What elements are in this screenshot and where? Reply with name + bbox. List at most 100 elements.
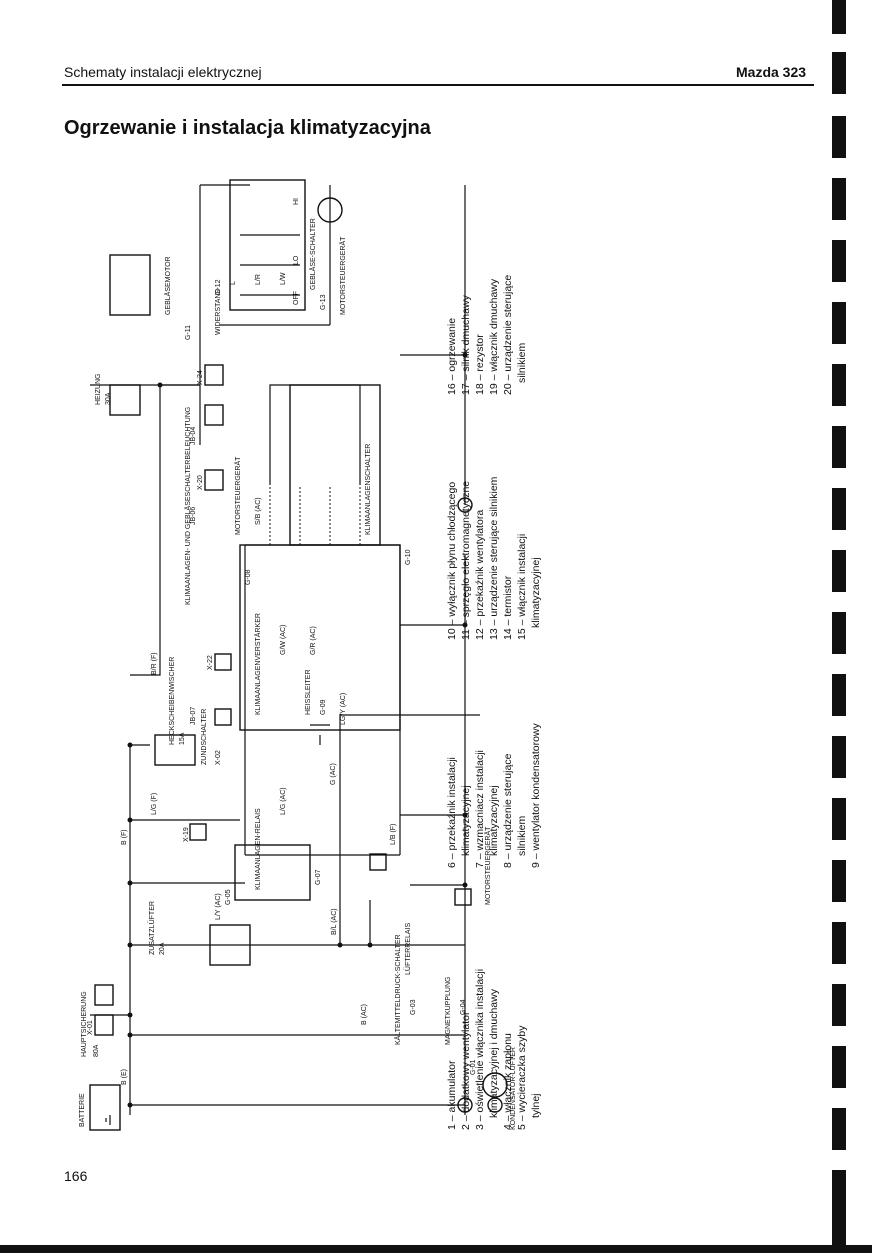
legend-item: 6 – przekaźnik instalacji xyxy=(446,757,458,868)
connector-label: G-11 xyxy=(185,325,192,340)
legend-col-1: 1 – akumulator 2 – dodatkowy wentylator … xyxy=(446,969,542,1130)
component-boxes xyxy=(89,179,472,1131)
label-fan-relay: LÜFTERRELAIS xyxy=(404,923,412,975)
connector-label: X-20 xyxy=(197,475,204,490)
connector-label: G-08 xyxy=(245,569,252,585)
connector-label: G-04 xyxy=(460,999,467,1015)
connector-label: JB-07 xyxy=(190,707,197,725)
label-ac-amplifier: KLIMAANLAGENVERSTÄRKER xyxy=(254,613,262,715)
label-heater-rating: 30A xyxy=(105,392,112,405)
edge-mark xyxy=(832,736,846,778)
label-engine-ecu-13: MOTORSTEUERGERÄT xyxy=(484,826,492,905)
wire-label: LG/Y (AC) xyxy=(340,693,347,725)
edge-mark xyxy=(832,550,846,592)
legend-item: 17 – silnik dmuchawy xyxy=(460,294,472,395)
legend-item: 20 – urządzenie sterujące xyxy=(502,275,514,395)
connector-label: G-01 xyxy=(470,1059,477,1075)
legend-item: klimatyzacyjnej xyxy=(488,785,500,856)
symbols xyxy=(105,197,508,1125)
label-aux-fan-fuse: ZUSATZLÜFTER xyxy=(148,901,156,955)
label-thermistor: HEISSLEITER xyxy=(305,669,312,715)
label-heater: HEIZUNG xyxy=(95,374,102,406)
legend-item: silnikiem xyxy=(516,815,528,856)
edge-mark xyxy=(832,1170,846,1212)
edge-mark xyxy=(832,426,846,468)
legend-item: silnikiem xyxy=(516,342,528,383)
label-main-fuse-rating: 80A xyxy=(93,1044,100,1057)
legend-item: 19 – włącznik dmuchawy xyxy=(488,278,500,395)
wire-label: B/R (F) xyxy=(151,652,158,675)
legend-item: klimatyzacyjnej xyxy=(530,557,542,628)
legend-col-2: 6 – przekaźnik instalacji klimatyzacyjne… xyxy=(446,723,542,868)
legend-item: 3 – oświetlenie włącznika instalacji xyxy=(474,969,486,1130)
connector-label: X-02 xyxy=(215,750,222,765)
connector-label: JB-06 xyxy=(190,507,197,525)
connector-label: X-01 xyxy=(87,1020,94,1035)
label-engine-ecu-20: MOTORSTEUERGERÄT xyxy=(339,236,347,315)
edge-mark xyxy=(832,922,846,964)
wiring-diagram: BATTERIE HAUPTSICHERUNG 80A ZUSATZLÜFTER… xyxy=(79,179,542,1131)
label-battery: BATTERIE xyxy=(79,1093,86,1127)
legend-item: 13 – urządzenie sterujące silnikiem xyxy=(488,476,500,640)
wire-label: L/R xyxy=(255,274,262,285)
wire-label: OFF xyxy=(293,291,300,305)
connector-label: X-24 xyxy=(197,370,204,385)
label-ignition-switch: ZUNDSCHALTER xyxy=(201,709,208,765)
legend-item: 12 – przekaźnik wentylatora xyxy=(474,510,486,640)
edge-mark xyxy=(832,488,846,530)
wire-label: S/B (AC) xyxy=(255,497,262,525)
wire-label: LO xyxy=(293,255,300,265)
label-engine-ecu-8: MOTORSTEUERGERÄT xyxy=(234,456,242,535)
edge-mark xyxy=(832,612,846,654)
edge-mark xyxy=(832,302,846,344)
legend-item: 16 – ogrzewanie xyxy=(446,318,458,395)
edge-mark xyxy=(832,1108,846,1150)
wire-label: B (E) xyxy=(121,1069,128,1085)
legend-item: 9 – wentylator kondensatorowy xyxy=(530,723,542,868)
wire-label: HI xyxy=(293,198,300,205)
legend-item: 11 – sprzęgło elektromagnetyczne xyxy=(460,481,472,640)
label-rear-wiper-rating: 15A xyxy=(179,732,186,745)
edge-mark xyxy=(832,984,846,1026)
wire-label: L xyxy=(230,281,237,285)
page-number: 166 xyxy=(64,1168,88,1184)
connector-label: JB-04 xyxy=(190,427,197,445)
label-condenser-fan: KONDENSATOR-LÜFTER xyxy=(509,1047,517,1130)
edge-mark xyxy=(832,116,846,158)
legend-item: 18 – rezystor xyxy=(474,334,486,395)
connector-label: G-05 xyxy=(225,889,232,905)
header-rule xyxy=(62,84,814,86)
label-main-fuse: HAUPTSICHERUNG xyxy=(81,991,88,1057)
wire-labels: B (E) B (F) B (AC) B/L (AC) B/R (F) L/G … xyxy=(121,198,397,1085)
edge-mark xyxy=(832,364,846,406)
edge-mark xyxy=(832,1210,846,1245)
label-blower-switch: GEBLÄSE-SCHALTER xyxy=(309,218,317,290)
legend: 1 – akumulator 2 – dodatkowy wentylator … xyxy=(446,275,542,1130)
connector-labels: X-01 X-02 X-19 X-20 X-22 X-24 G-01 G-03 … xyxy=(87,279,477,1075)
label-switch-lighting: KLIMAANLAGEN- UND GEBLÄSESCHALTERBELEUCH… xyxy=(184,407,192,605)
connector-label: X-22 xyxy=(207,655,214,670)
edge-mark xyxy=(832,798,846,840)
label-rear-wiper: HECKSCHEIBENWISCHER xyxy=(169,657,176,745)
edge-mark xyxy=(832,52,846,94)
label-ac-relay: KLIMAANLAGEN-RELAIS xyxy=(255,808,262,890)
legend-col-4: 16 – ogrzewanie 17 – silnik dmuchawy 18 … xyxy=(446,275,528,395)
wire-label: L/G (AC) xyxy=(280,787,287,815)
legend-item: 10 – wyłącznik płynu chłodzącego xyxy=(446,482,458,640)
bottom-bar xyxy=(0,1245,872,1253)
connector-label: X-19 xyxy=(183,827,190,842)
wire-label: B/L (AC) xyxy=(331,908,338,935)
legend-item: klimatyzacyjnej i dmuchawy xyxy=(488,988,500,1118)
wire-label: B (AC) xyxy=(361,1004,368,1025)
wire-label: B (F) xyxy=(121,829,128,845)
legend-item: 14 – termistor xyxy=(502,575,514,640)
edge-mark xyxy=(832,0,846,34)
label-ac-switch: KLIMAANLAGENSCHALTER xyxy=(365,444,372,535)
legend-item: 7 – wzmacniacz instalacji xyxy=(474,750,486,868)
edge-mark xyxy=(832,674,846,716)
wire-label: G/R (AC) xyxy=(310,626,317,655)
connector-label: G-09 xyxy=(320,699,327,715)
header-section: Schematy instalacji elektrycznej xyxy=(64,64,262,80)
legend-item: 5 – wycieraczka szyby xyxy=(516,1025,528,1130)
label-blower-motor: GEBLÄSEMOTOR xyxy=(164,256,172,315)
